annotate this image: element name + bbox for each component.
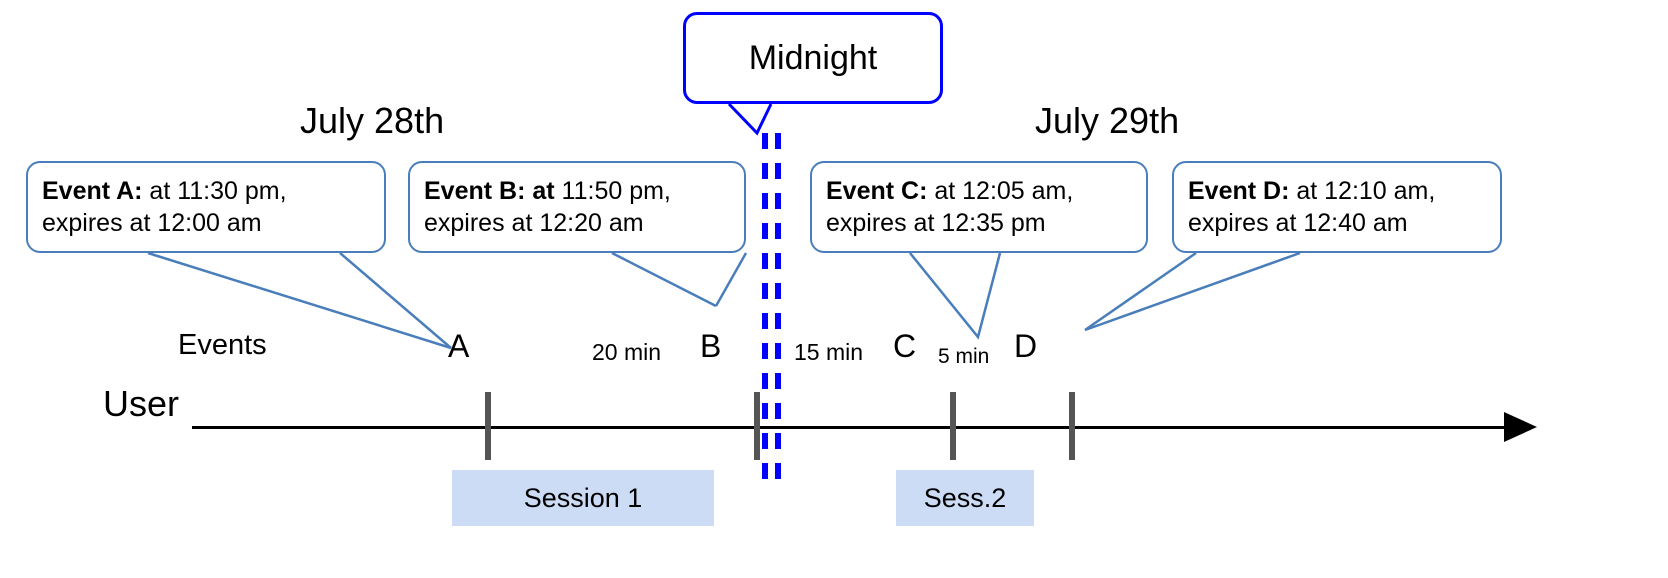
date-label-july-28: July 28th <box>300 100 445 141</box>
callout-event-d: Event D: at 12:10 am, expires at 12:40 a… <box>1172 161 1502 253</box>
timeline-axis <box>192 426 1508 429</box>
callout-event-a-line1: Event A: at 11:30 pm, <box>42 175 370 207</box>
session-bar-2: Sess.2 <box>896 470 1034 526</box>
callout-event-a-rest: at 11:30 pm, <box>142 177 287 205</box>
callout-event-d-tail-upper <box>1084 251 1197 332</box>
callout-event-b-line2: expires at 12:20 am <box>424 209 644 237</box>
tick-label-d: D <box>1014 328 1038 364</box>
callout-event-c-line1: Event C: at 12:05 am, <box>826 175 1132 207</box>
date-label-july-29: July 29th <box>1035 100 1180 141</box>
callout-event-b-tail-upper <box>611 251 717 308</box>
callout-event-a-tail-lower <box>339 252 452 349</box>
gap-label-5-min: 5 min <box>938 345 990 368</box>
callout-event-c-rest: at 12:05 am, <box>927 177 1074 205</box>
tick-label-c: C <box>893 328 917 364</box>
row-label-user: User <box>103 383 180 424</box>
callout-event-d-bold: Event D: <box>1188 177 1290 205</box>
gap-label-15-min: 15 min <box>794 339 864 365</box>
tick-mark-d <box>1069 392 1075 460</box>
callout-event-c-line2: expires at 12:35 pm <box>826 209 1046 237</box>
midnight-callout-tail <box>727 102 773 136</box>
tick-label-a: A <box>448 328 470 364</box>
callout-event-b-tail-lower <box>714 252 748 307</box>
callout-event-d-line1: Event D: at 12:10 am, <box>1188 175 1486 207</box>
callout-event-d-line2: expires at 12:40 am <box>1188 209 1408 237</box>
callout-event-b-rest: 11:50 pm, <box>554 177 671 205</box>
callout-event-a-line2: expires at 12:00 am <box>42 209 262 237</box>
callout-event-d-rest: at 12:10 am, <box>1289 177 1436 205</box>
callout-event-c-bold: Event C: <box>826 177 928 205</box>
tick-mark-a <box>485 392 491 460</box>
midnight-label: Midnight <box>748 38 878 77</box>
session-bar-1: Session 1 <box>452 470 714 526</box>
gap-label-20-min: 20 min <box>592 339 662 365</box>
timeline-arrow-head <box>1504 412 1537 442</box>
row-label-events: Events <box>178 329 267 361</box>
callout-event-a: Event A: at 11:30 pm, expires at 12:00 a… <box>26 161 386 253</box>
session-bar-1-label: Session 1 <box>523 482 643 513</box>
callout-event-c-tail <box>909 252 1002 340</box>
tick-label-b: B <box>700 328 722 364</box>
session-bar-2-label: Sess.2 <box>923 482 1007 513</box>
callout-event-a-bold: Event A: <box>42 177 143 205</box>
callout-event-b-line1: Event B: at 11:50 pm, <box>424 175 730 207</box>
tick-mark-c <box>950 392 956 460</box>
callout-event-c: Event C: at 12:05 am, expires at 12:35 p… <box>810 161 1148 253</box>
midnight-callout: Midnight <box>683 12 943 104</box>
tick-mark-b <box>754 392 760 460</box>
callout-event-b-bold: Event B: at <box>424 177 555 205</box>
callout-event-d-tail-lower <box>1084 251 1301 332</box>
callout-event-b: Event B: at 11:50 pm, expires at 12:20 a… <box>408 161 746 253</box>
